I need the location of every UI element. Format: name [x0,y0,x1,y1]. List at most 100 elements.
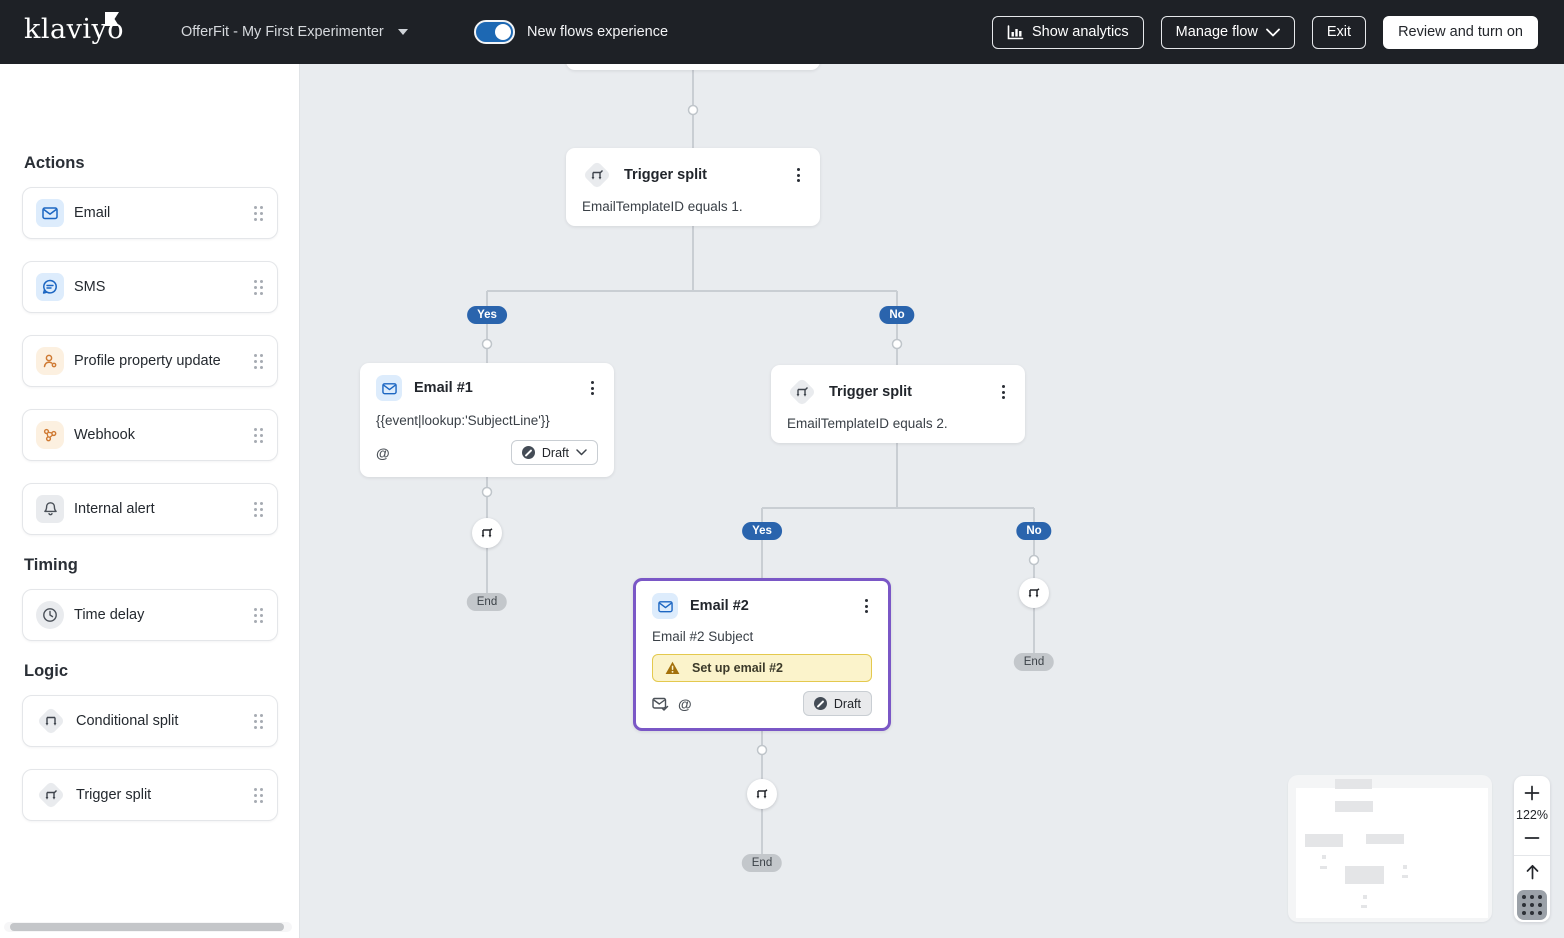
chevron-down-icon [576,449,587,456]
end-badge: End [742,854,782,872]
node-title: Trigger split [624,167,707,183]
drag-handle-icon[interactable] [254,428,263,443]
flow-canvas[interactable]: Trigger split EmailTemplateID equals 1. … [300,64,1564,938]
drag-handle-icon[interactable] [254,354,263,369]
end-badge: End [1014,653,1054,671]
arrow-up-icon [1525,864,1540,880]
bar-chart-icon [1007,25,1024,40]
sidebar-item-label: Trigger split [76,787,151,803]
branch-badge-yes: Yes [467,306,507,324]
email-subject: {{event|lookup:'SubjectLine'}} [376,413,598,428]
sidebar-item-label: Internal alert [74,501,155,517]
trigger-split-icon [36,780,66,810]
drag-handle-icon[interactable] [254,280,263,295]
sidebar-item-sms[interactable]: SMS [22,261,278,313]
add-split-button[interactable] [472,518,502,548]
setup-warning-banner[interactable]: Set up email #2 [652,654,872,682]
add-split-button[interactable] [1019,578,1049,608]
top-bar: klaviyo OfferFit - My First Experimenter… [0,0,1564,64]
kebab-menu-icon[interactable] [998,381,1009,403]
utm-at-icon: @ [376,445,390,461]
sidebar-item-label: Conditional split [76,713,178,729]
new-flows-toggle-group: New flows experience [474,0,668,64]
manage-flow-button[interactable]: Manage flow [1161,16,1295,49]
email-icon [36,199,64,227]
show-analytics-button[interactable]: Show analytics [992,16,1144,49]
minimap-viewport [1296,788,1488,918]
split-condition: EmailTemplateID equals 1. [582,199,804,214]
conditional-split-icon [36,706,66,736]
add-split-button[interactable] [747,779,777,809]
kebab-menu-icon[interactable] [793,164,804,186]
zoom-controls: 122% [1514,776,1550,922]
clock-icon [36,601,64,629]
zoom-out-button[interactable] [1514,825,1550,851]
split-condition: EmailTemplateID equals 2. [787,416,1009,431]
sidebar-scrollbar-thumb[interactable] [10,923,284,931]
trigger-split-node-1[interactable]: Trigger split EmailTemplateID equals 1. [566,148,820,226]
kebab-menu-icon[interactable] [587,377,598,399]
minimap[interactable] [1288,775,1492,922]
sidebar-item-internal-alert[interactable]: Internal alert [22,483,278,535]
email-icon [652,593,678,619]
sidebar-item-conditional-split[interactable]: Conditional split [22,695,278,747]
trigger-node-clipped[interactable] [566,64,820,70]
sidebar-item-webhook[interactable]: Webhook [22,409,278,461]
chevron-down-icon [398,29,408,35]
header-actions: Show analytics Manage flow Exit Review a… [992,0,1538,64]
sidebar-item-profile-property-update[interactable]: Profile property update [22,335,278,387]
sidebar-item-trigger-split[interactable]: Trigger split [22,769,278,821]
manage-flow-label: Manage flow [1176,24,1258,40]
node-title: Trigger split [829,384,912,400]
warning-text: Set up email #2 [692,661,783,675]
end-badge: End [467,593,507,611]
exit-button[interactable]: Exit [1312,16,1366,49]
email-check-icon [652,697,669,711]
review-and-turn-on-button[interactable]: Review and turn on [1383,16,1538,49]
section-heading-actions: Actions [24,154,85,173]
grid-view-button[interactable] [1517,890,1547,920]
new-flows-toggle[interactable] [474,20,515,44]
email-node-2-selected[interactable]: Email #2 Email #2 Subject Set up email #… [633,578,891,731]
sidebar-item-label: Time delay [74,607,144,623]
email-icon [376,375,402,401]
scroll-to-top-button[interactable] [1514,859,1550,885]
sidebar-item-time-delay[interactable]: Time delay [22,589,278,641]
sidebar-item-label: Profile property update [74,353,221,369]
node-title: Email #1 [414,380,473,396]
email-node-1[interactable]: Email #1 {{event|lookup:'SubjectLine'}} … [360,363,614,477]
status-dropdown[interactable]: Draft [511,440,598,465]
utm-at-icon: @ [678,696,692,712]
warning-icon [665,661,680,675]
show-analytics-label: Show analytics [1032,24,1129,40]
toggle-knob [495,24,511,40]
kebab-menu-icon[interactable] [861,595,872,617]
webhook-icon [36,421,64,449]
section-heading-logic: Logic [24,662,68,681]
sidebar-item-label: Email [74,205,110,221]
profile-icon [36,347,64,375]
draft-status-icon [522,446,535,459]
draft-status-icon [814,697,827,710]
drag-handle-icon[interactable] [254,608,263,623]
actions-sidebar: Actions Email SMS Profile property updat… [0,64,300,938]
status-label: Draft [834,697,861,711]
sidebar-item-label: Webhook [74,427,135,443]
minus-icon [1524,836,1540,840]
trigger-split-node-2[interactable]: Trigger split EmailTemplateID equals 2. [771,365,1025,443]
node-title: Email #2 [690,598,749,614]
trigger-split-icon [582,160,612,190]
drag-handle-icon[interactable] [254,206,263,221]
review-label: Review and turn on [1398,24,1523,40]
bell-icon [36,495,64,523]
branch-badge-no: No [879,306,914,324]
drag-handle-icon[interactable] [254,714,263,729]
status-button[interactable]: Draft [803,691,872,716]
exit-label: Exit [1327,24,1351,40]
sidebar-item-email[interactable]: Email [22,187,278,239]
drag-handle-icon[interactable] [254,502,263,517]
divider [1514,855,1550,856]
zoom-in-button[interactable] [1514,780,1550,806]
flow-title-dropdown[interactable]: OfferFit - My First Experimenter [181,0,408,64]
drag-handle-icon[interactable] [254,788,263,803]
